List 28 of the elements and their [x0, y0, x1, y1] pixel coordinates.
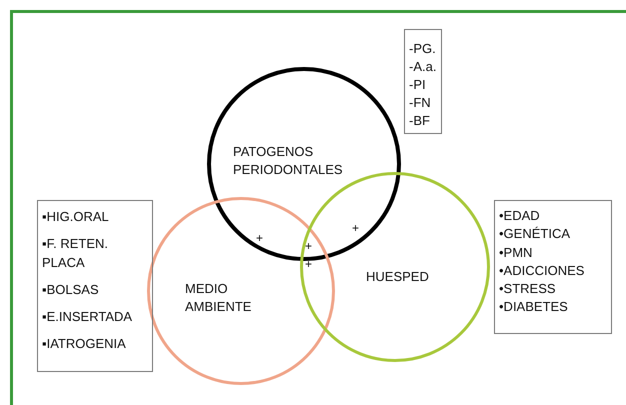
list-item: -PI — [409, 76, 427, 94]
list-item: ▪E.INSERTADA — [42, 308, 134, 326]
list-item: ▪HIG.ORAL — [42, 208, 110, 226]
list-item: -A.a. — [409, 58, 437, 76]
list-item: •PMN — [499, 244, 534, 262]
list-item: ▪IATROGENIA — [42, 335, 127, 353]
venn-circle — [207, 67, 401, 261]
list-item: -BF — [409, 112, 431, 130]
list-item: •EDAD — [499, 207, 541, 225]
plus-sign: + — [305, 258, 312, 270]
circle-label: PATOGENOS PERIODONTALES — [233, 143, 344, 179]
circle-label: MEDIO AMBIENTE — [185, 280, 252, 316]
plus-sign: + — [256, 232, 264, 244]
list-item: -PG. — [409, 40, 437, 58]
factor-list-box — [494, 200, 612, 334]
list-item: •GENÉTICA — [499, 225, 572, 244]
circle-label: HUESPED — [366, 268, 430, 286]
plus-sign: + — [305, 240, 312, 252]
venn-circle — [147, 197, 335, 385]
factor-list-box — [37, 200, 153, 372]
plus-sign: + — [352, 222, 360, 234]
list-item: •ADICCIONES — [499, 262, 586, 280]
list-item: -FN — [409, 94, 432, 112]
list-item: ▪BOLSAS — [42, 281, 100, 299]
list-item: •STRESS — [499, 280, 557, 298]
list-item: •DIABETES — [499, 298, 569, 316]
factor-list-box — [404, 29, 442, 134]
list-item: ▪F. RETEN. PLACA — [42, 235, 110, 272]
